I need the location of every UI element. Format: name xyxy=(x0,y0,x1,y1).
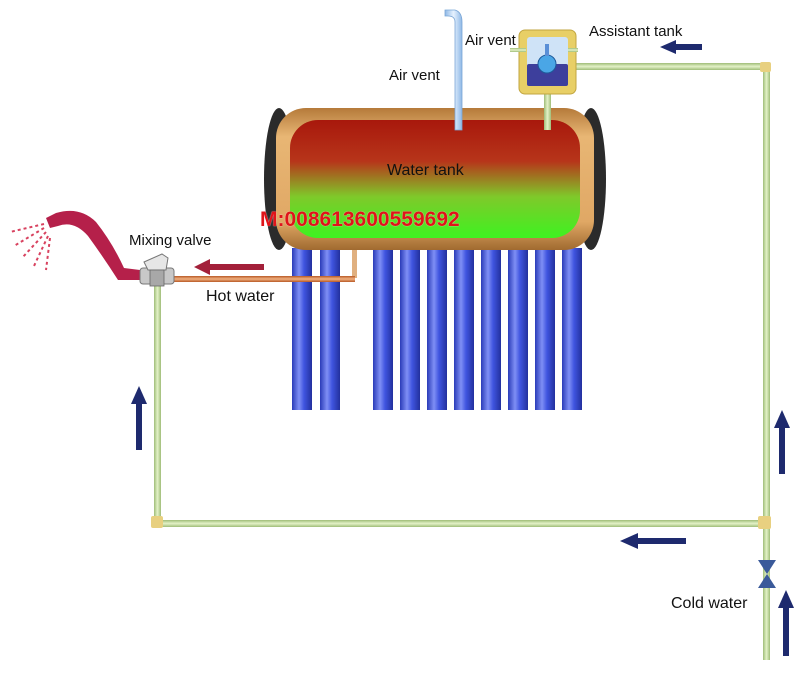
arrow-left-icon xyxy=(660,40,702,54)
valve-icon xyxy=(758,560,776,588)
air-vent-main xyxy=(444,9,463,131)
hot-water-pipe xyxy=(170,250,357,282)
label-air-vent-assistant: Air vent xyxy=(465,32,516,49)
vacuum-tubes xyxy=(292,248,582,410)
arrow-left-icon xyxy=(620,533,686,549)
arrow-left-icon xyxy=(194,259,264,275)
arrow-up-icon xyxy=(778,590,794,656)
arrow-up-icon xyxy=(131,386,147,450)
cold-water-pipes xyxy=(151,62,771,660)
water-tank xyxy=(264,108,606,250)
label-water-tank: Water tank xyxy=(387,162,464,179)
mixing-valve-icon xyxy=(139,253,175,287)
label-assistant-tank: Assistant tank xyxy=(589,23,683,40)
assistant-tank xyxy=(510,29,578,130)
shower-head-icon xyxy=(9,210,140,280)
arrow-up-icon xyxy=(774,410,790,474)
label-mixing-valve: Mixing valve xyxy=(129,232,212,249)
watermark-phone: M:008613600559692 xyxy=(260,208,460,231)
label-air-vent-main: Air vent xyxy=(389,67,440,84)
label-hot-water: Hot water xyxy=(206,288,275,305)
flow-arrows xyxy=(131,40,794,656)
label-cold-water: Cold water xyxy=(671,595,748,612)
